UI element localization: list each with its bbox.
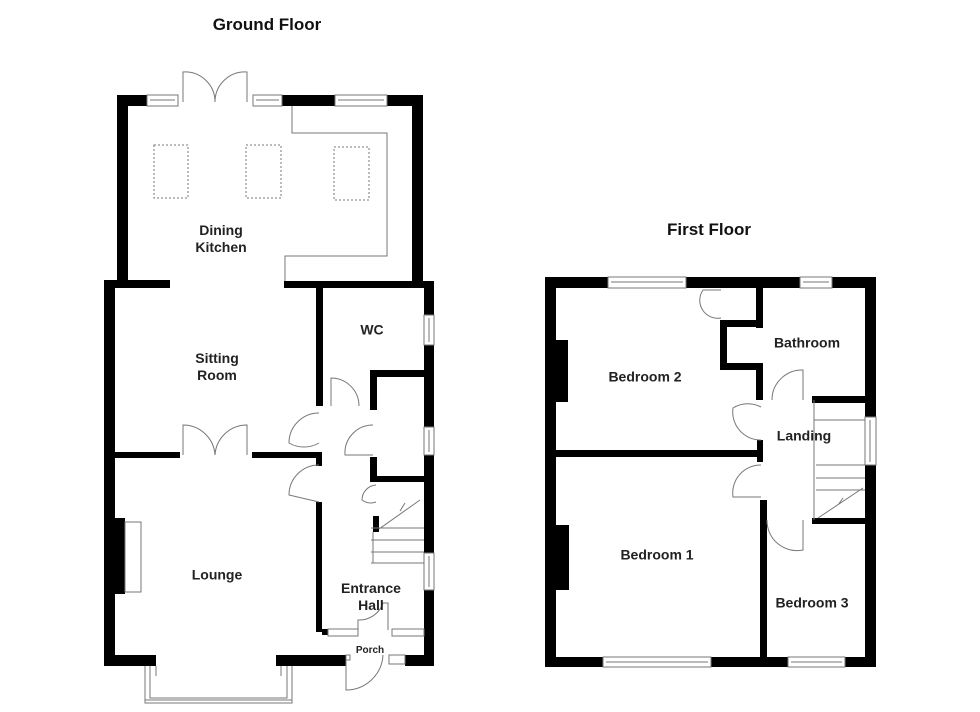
ground-floor-linework — [124, 71, 435, 704]
room-label-dining-kitchen: Dining Kitchen — [195, 222, 247, 255]
room-label-lounge: Lounge — [191, 566, 243, 583]
first-floor-title: First Floor — [666, 220, 752, 239]
first-floor-linework — [602, 276, 877, 668]
room-label-bathroom: Bathroom — [773, 334, 841, 351]
room-label-porch: Porch — [355, 645, 385, 656]
ground-floor-plan — [104, 95, 434, 666]
room-label-entrance-hall: Entrance Hall — [341, 580, 401, 613]
room-label-bedroom-2: Bedroom 2 — [608, 368, 682, 385]
room-label-wc: WC — [360, 321, 384, 338]
room-label-landing: Landing — [776, 427, 832, 444]
room-label-bedroom-3: Bedroom 3 — [775, 594, 849, 611]
first-floor-plan — [545, 277, 876, 667]
ground-floor-title: Ground Floor — [212, 15, 322, 34]
room-label-sitting-room: Sitting Room — [195, 350, 239, 383]
room-label-bedroom-1: Bedroom 1 — [620, 546, 694, 563]
